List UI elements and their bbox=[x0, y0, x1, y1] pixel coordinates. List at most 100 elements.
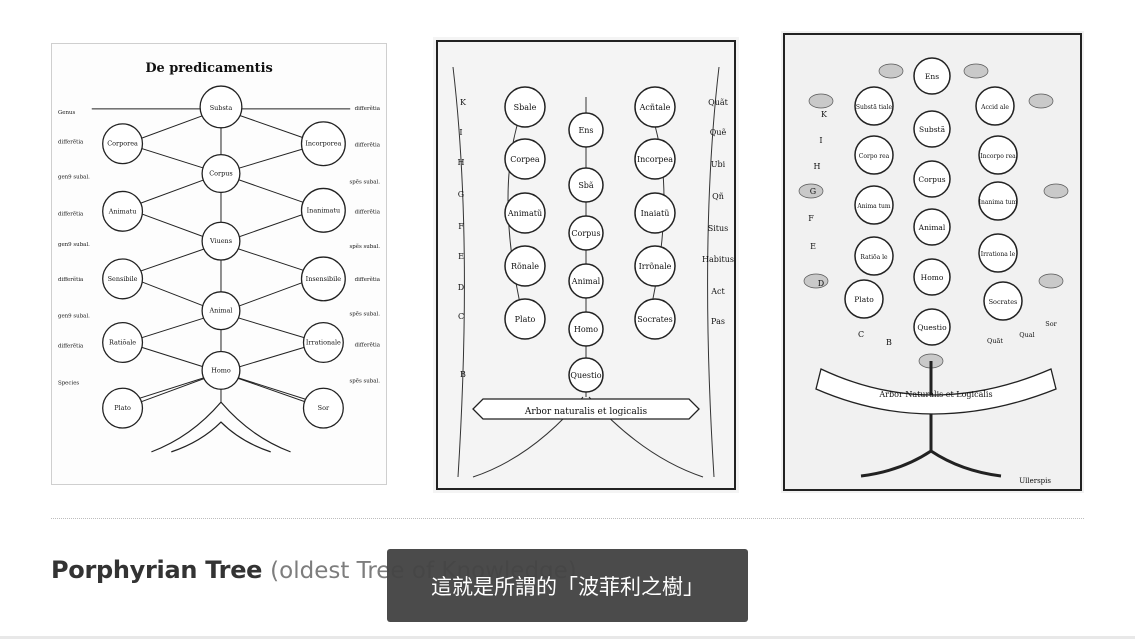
diagram-1-svg: De predicamentis Substa Corpus bbox=[58, 61, 381, 453]
w3-right-3: Irrationa le bbox=[981, 251, 1016, 258]
d1-left-4: Plato bbox=[114, 404, 131, 412]
woodcut-2-side-letters: K I H G F E D C B Quãt Quẽ Ubi Qñ Situs … bbox=[458, 98, 734, 379]
w3-node-substa: Substã bbox=[919, 125, 946, 134]
w3-l-0: K bbox=[821, 110, 828, 119]
d1-left-1: Animatu bbox=[108, 207, 137, 215]
w3-node-animal: Animal bbox=[918, 223, 946, 232]
w2-node-sba: Sbã bbox=[578, 181, 594, 190]
w2-ll-5: E bbox=[458, 252, 464, 261]
d1-right-1: Inanimatu bbox=[307, 206, 340, 214]
d1-lm-4: gen9 subal. bbox=[58, 242, 90, 248]
d1-node-corpus: Corpus bbox=[209, 170, 233, 178]
w3-trunk bbox=[860, 361, 1002, 478]
d1-roots bbox=[151, 401, 291, 453]
w2-right-3: Irrõnale bbox=[639, 262, 672, 271]
w3-left-1: Corpo rea bbox=[859, 153, 890, 160]
d1-right-2: Insensibile bbox=[306, 275, 342, 283]
w3-node-ens: Ens bbox=[925, 72, 939, 81]
w3-node-questio: Questio bbox=[917, 323, 947, 332]
d1-left-3: Ratiõale bbox=[109, 339, 136, 347]
w3-node-corpus: Corpus bbox=[918, 175, 945, 184]
woodcut-3-labels: Ens Substã Corpus Animal Homo Questio Su… bbox=[854, 72, 1017, 332]
d1-lm-0: Genus bbox=[58, 110, 76, 116]
w2-ll-3: G bbox=[458, 190, 464, 199]
w3-l-3: G bbox=[810, 187, 816, 196]
woodcut-3-svg: Ens Substã Corpus Animal Homo Questio Su… bbox=[783, 33, 1082, 491]
w3-left-2: Anima tum bbox=[856, 203, 891, 210]
w3-left-4: Plato bbox=[854, 295, 874, 304]
w3-right-0: Accid ale bbox=[980, 104, 1009, 111]
w2-banner-ribbon bbox=[472, 398, 700, 420]
d1-rm-1: differẽtia bbox=[355, 142, 381, 149]
w2-left-4: Plato bbox=[515, 315, 536, 324]
woodcut-3-letters: K I H G F E D C B Sor Qual Quãt bbox=[808, 110, 1057, 347]
woodcut-2-circles bbox=[504, 86, 676, 393]
w3-right-4: Socrates bbox=[989, 298, 1018, 306]
woodcut-3-circles bbox=[844, 57, 1023, 346]
diagram-1-left-margin: Genus differẽtia gen9 subal. differẽtia … bbox=[58, 110, 90, 386]
diagram-1-labels: Substa Corpus Viuens Animal Homo Corpore… bbox=[107, 104, 341, 412]
d1-rm-8: spẽs subal. bbox=[349, 377, 380, 384]
video-subtitle-overlay: 這就是所謂的「波菲利之樹」 bbox=[387, 549, 748, 622]
woodcut-2-labels: Ens Sbã Corpus Animal Homo Questio Sbale… bbox=[507, 103, 673, 380]
d1-right-3: Irrationale bbox=[306, 339, 341, 347]
d1-rm-0: differẽtia bbox=[355, 105, 381, 112]
w3-signature: Ullerspis bbox=[1019, 477, 1051, 485]
d1-rm-4: spẽs subal. bbox=[349, 243, 380, 250]
w3-l-7: C bbox=[858, 330, 864, 339]
porphyrian-tree-diagram-1: De predicamentis Substa Corpus bbox=[51, 43, 387, 485]
w2-ll-2: H bbox=[458, 158, 465, 167]
w3-rs-0: Sor bbox=[1045, 320, 1057, 328]
w2-ll-0: K bbox=[460, 98, 467, 107]
w2-ll-4: F bbox=[458, 222, 464, 231]
w2-node-homo: Homo bbox=[574, 325, 598, 334]
d1-node-viuens: Viuens bbox=[209, 237, 232, 245]
w2-left-1: Corpea bbox=[510, 155, 540, 164]
w3-rs-1: Qual bbox=[1019, 331, 1034, 339]
porphyrian-tree-woodcut-2: Ens Sbã Corpus Animal Homo Questio Sbale… bbox=[433, 37, 739, 493]
w3-l-6: D bbox=[818, 279, 824, 288]
w3-l-2: H bbox=[814, 162, 821, 171]
w3-right-1: Incorpo rea bbox=[980, 153, 1016, 160]
w2-left-2: Animatũ bbox=[507, 209, 542, 218]
w3-left-3: Ratiõa le bbox=[860, 254, 888, 261]
d1-rm-2: spẽs subal. bbox=[349, 178, 380, 185]
d1-lm-2: gen9 subal. bbox=[58, 175, 90, 181]
d1-node-homo: Homo bbox=[211, 366, 231, 374]
porphyrian-tree-woodcut-3: Ens Substã Corpus Animal Homo Questio Su… bbox=[781, 31, 1084, 493]
w2-right-2: Inaiatũ bbox=[641, 209, 670, 218]
w2-rw-5: Habitus bbox=[702, 255, 734, 264]
d1-lm-7: differẽtia bbox=[58, 343, 84, 350]
d1-rm-7: differẽtia bbox=[355, 342, 381, 349]
w2-left-3: Rõnale bbox=[511, 262, 539, 271]
w3-l-1: I bbox=[819, 136, 822, 145]
w2-right-4: Socrates bbox=[637, 315, 672, 324]
d1-lm-6: gen9 subal. bbox=[58, 314, 90, 320]
w3-left-0: Substã tiale bbox=[856, 104, 893, 111]
diagram-1-right-margin: differẽtia differẽtia spẽs subal. differ… bbox=[349, 105, 380, 384]
w2-node-animal: Animal bbox=[571, 277, 601, 286]
d1-node-animal: Animal bbox=[209, 307, 233, 315]
w2-rw-2: Ubi bbox=[711, 160, 726, 169]
w2-ll-1: I bbox=[459, 128, 462, 137]
w3-l-4: F bbox=[808, 214, 814, 223]
d1-lm-3: differẽtia bbox=[58, 210, 84, 217]
d1-left-0: Corporea bbox=[107, 140, 138, 148]
diagram-1-circles bbox=[102, 85, 346, 429]
w2-ll-8: B bbox=[460, 370, 466, 379]
woodcut-2-svg: Ens Sbã Corpus Animal Homo Questio Sbale… bbox=[436, 40, 736, 490]
w3-rs-2: Quãt bbox=[987, 337, 1003, 345]
w2-banner-text: Arbor naturalis et logicalis bbox=[524, 407, 648, 417]
w2-rw-7: Pas bbox=[711, 317, 725, 326]
d1-right-4: Sor bbox=[318, 404, 330, 412]
w2-ll-7: C bbox=[458, 312, 464, 321]
d1-right-0: Incorporea bbox=[305, 140, 341, 148]
w2-right-1: Incorpea bbox=[637, 155, 673, 164]
player-bottom-edge bbox=[0, 636, 1135, 639]
w2-node-questio: Questio bbox=[570, 371, 601, 380]
w2-rw-3: Qñ bbox=[712, 192, 724, 201]
d1-lm-5: differẽtia bbox=[58, 276, 84, 283]
w2-rw-6: Act bbox=[710, 287, 725, 296]
d1-rm-3: differẽtia bbox=[355, 208, 381, 215]
w2-rw-1: Quẽ bbox=[710, 128, 727, 137]
